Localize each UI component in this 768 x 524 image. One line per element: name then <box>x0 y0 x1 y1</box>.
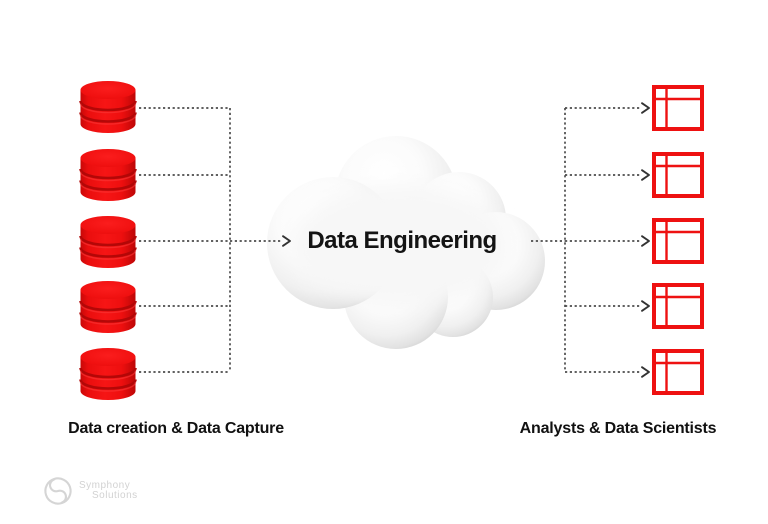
arrowhead-icon <box>282 235 291 247</box>
database-icon <box>79 148 137 202</box>
database-icon <box>79 80 137 134</box>
logo: Symphony Solutions <box>41 474 138 508</box>
table-icon <box>652 218 704 264</box>
right-caption: Analysts & Data Scientists <box>519 420 717 437</box>
table-stack <box>652 85 704 395</box>
arrowhead-icon <box>641 366 650 378</box>
database-icon <box>79 215 137 269</box>
database-stack <box>79 80 137 401</box>
arrowhead-icon <box>641 300 650 312</box>
arrowheads <box>282 102 650 378</box>
symphony-logo-icon <box>44 477 72 505</box>
right-connectors <box>531 107 640 373</box>
cloud-icon <box>267 136 545 349</box>
logo-text: Symphony Solutions <box>79 481 138 501</box>
table-icon <box>652 152 704 198</box>
database-icon <box>79 347 137 401</box>
cloud-label: Data Engineering <box>307 226 497 254</box>
table-icon <box>652 349 704 395</box>
left-connectors <box>139 107 281 373</box>
arrowhead-icon <box>641 235 650 247</box>
arrowhead-icon <box>641 102 650 114</box>
table-icon <box>652 85 704 131</box>
logo-line1: Symphony <box>79 480 131 491</box>
left-caption: Data creation & Data Capture <box>68 420 284 437</box>
arrowhead-icon <box>641 169 650 181</box>
table-icon <box>652 283 704 329</box>
logo-line2: Solutions <box>92 490 138 501</box>
database-icon <box>79 280 137 334</box>
